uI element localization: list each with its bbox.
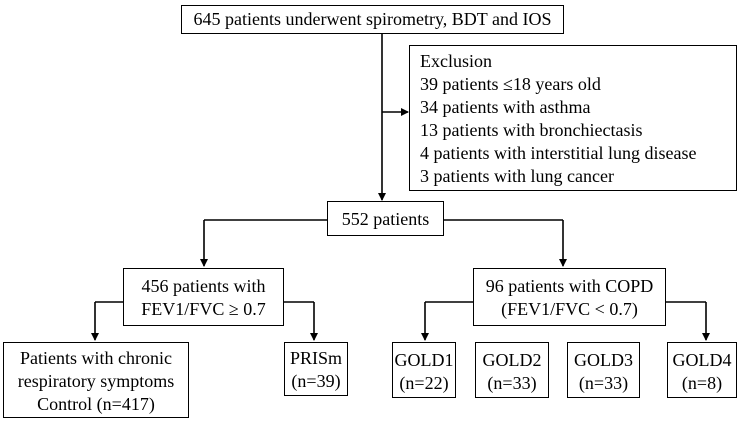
gold4-box: GOLD4 (n=8) — [667, 342, 737, 398]
gold3-box: GOLD3 (n=33) — [567, 342, 640, 398]
gold2-box: GOLD2 (n=33) — [475, 342, 549, 398]
exclusion-title: Exclusion — [420, 51, 492, 71]
gold1-line2: (n=22) — [399, 373, 449, 393]
gold2-line1: GOLD2 — [482, 350, 542, 370]
prism-box: PRISm (n=39) — [284, 342, 348, 396]
copd-line1: 96 patients with COPD — [485, 276, 654, 296]
copd-line2: (FEV1/FVC < 0.7) — [501, 299, 638, 319]
exclusion-item-lung-cancer: 3 patients with lung cancer — [420, 166, 614, 186]
prism-line1: PRISm — [289, 348, 343, 368]
exclusion-item-age: 39 patients ≤18 years old — [420, 74, 601, 94]
gold4-line2: (n=8) — [681, 373, 723, 393]
gold1-line1: GOLD1 — [394, 350, 454, 370]
control-line3: Control (n=417) — [37, 394, 155, 414]
normal-fev1-line2: FEV1/FVC ≥ 0.7 — [141, 299, 266, 319]
exclusion-item-interstitial: 4 patients with interstitial lung diseas… — [420, 143, 697, 163]
exclusion-item-bronchiectasis: 13 patients with bronchiectasis — [420, 120, 643, 140]
control-line2: respiratory symptoms — [17, 371, 175, 391]
gold1-box: GOLD1 (n=22) — [392, 342, 456, 398]
control-line1: Patients with chronic — [20, 348, 172, 368]
copd-box: 96 patients with COPD (FEV1/FVC < 0.7) — [473, 268, 666, 326]
gold3-line2: (n=33) — [578, 373, 629, 393]
gold3-line1: GOLD3 — [574, 350, 633, 370]
exclusion-item-asthma: 34 patients with asthma — [420, 97, 591, 117]
prism-line2: (n=39) — [291, 371, 341, 391]
screened-patients-text: 645 patients underwent spirometry, BDT a… — [193, 9, 552, 29]
normal-fev1-line1: 456 patients with — [141, 276, 266, 296]
screened-patients-box: 645 patients underwent spirometry, BDT a… — [181, 5, 564, 34]
gold2-line2: (n=33) — [487, 373, 537, 393]
exclusion-box: Exclusion 39 patients ≤18 years old 34 p… — [409, 45, 737, 191]
control-box: Patients with chronic respiratory sympto… — [3, 342, 189, 418]
included-patients-box: 552 patients — [327, 201, 444, 236]
normal-fev1-box: 456 patients with FEV1/FVC ≥ 0.7 — [123, 268, 284, 326]
included-patients-text: 552 patients — [341, 209, 430, 229]
gold4-line1: GOLD4 — [672, 350, 732, 370]
